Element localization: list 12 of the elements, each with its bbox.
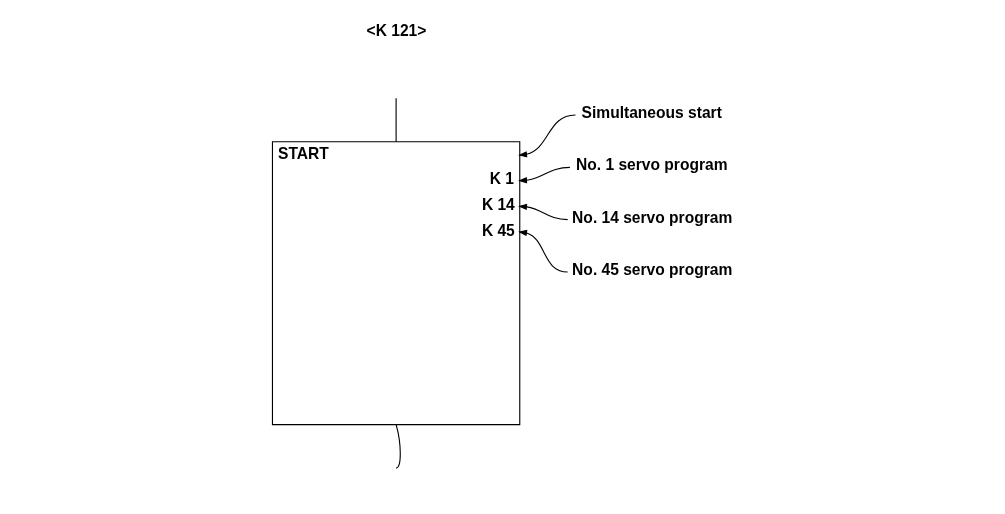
node-text: No. 45 servo program xyxy=(572,261,733,279)
arrow xyxy=(518,229,569,273)
node-text: No. 14 servo program xyxy=(572,208,733,226)
connector xyxy=(395,97,397,143)
label: <K 121> xyxy=(366,21,427,39)
arrow xyxy=(518,114,577,158)
connector xyxy=(395,424,401,469)
arrow xyxy=(518,166,571,184)
arrow xyxy=(518,203,569,221)
node-text: Simultaneous start xyxy=(581,103,722,121)
node-box: START K 1 K 14 K 45 xyxy=(271,141,521,426)
node-text: No. 1 servo program xyxy=(576,156,728,174)
